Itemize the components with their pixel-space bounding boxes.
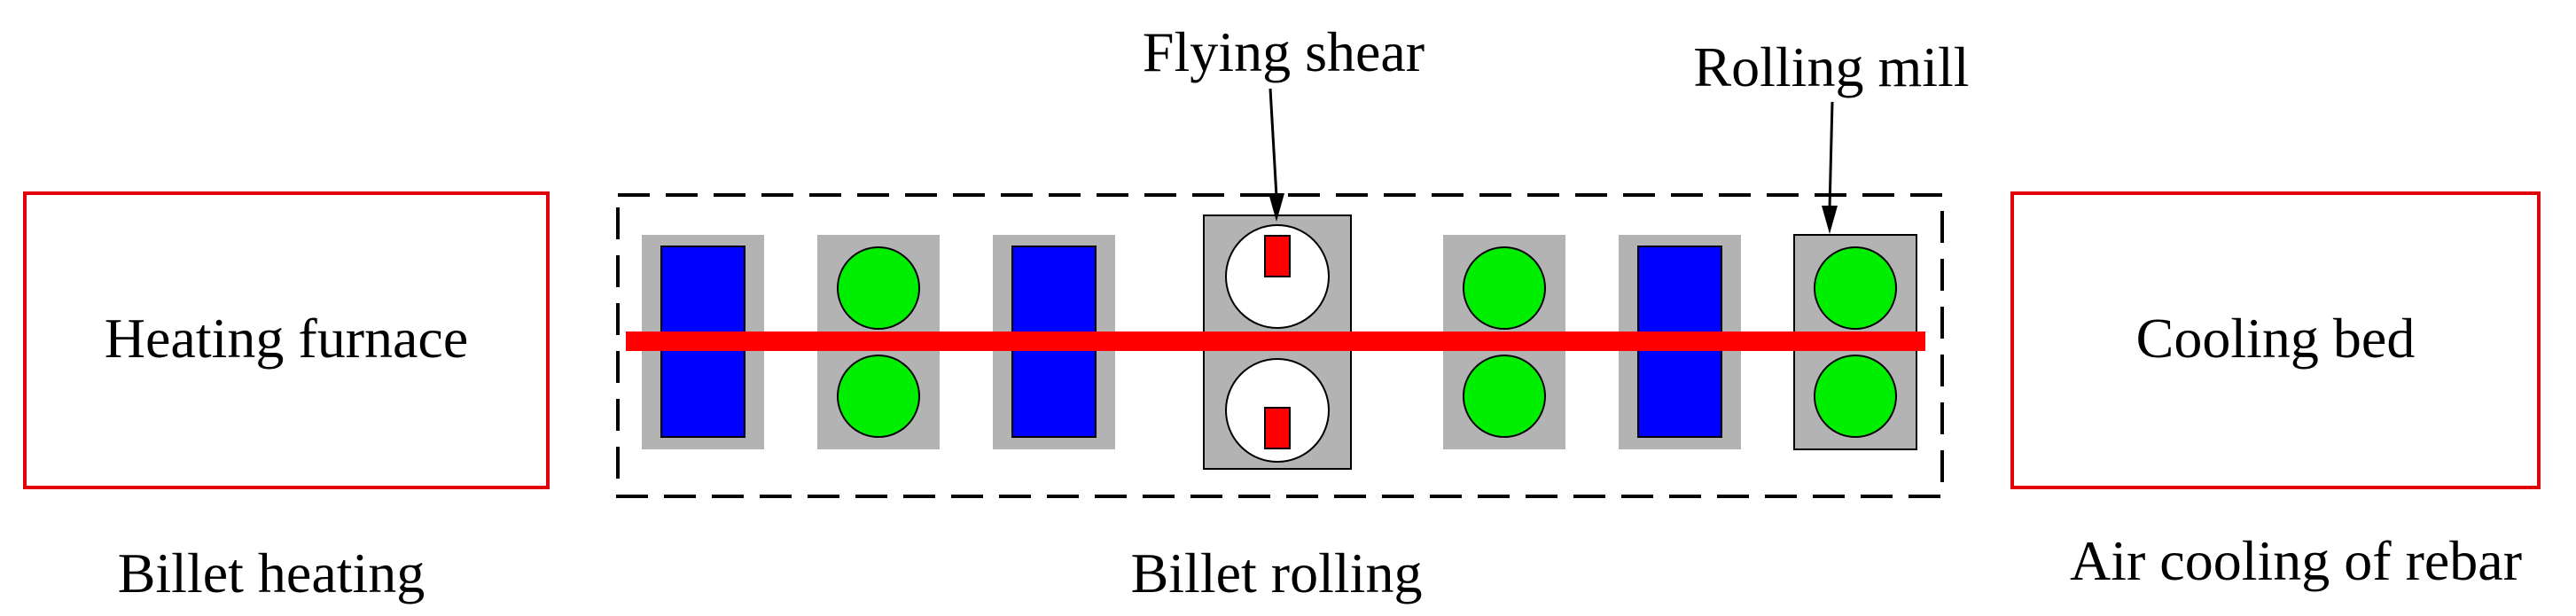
- rolling-mill-arrowhead: [1822, 206, 1838, 234]
- heating-furnace-label: Heating furnace: [105, 307, 468, 370]
- shear-lower-blade: [1264, 407, 1291, 449]
- upper-roll: [1463, 246, 1546, 330]
- flying-shear-pointer: [1268, 88, 1278, 198]
- rolling-mill-label: Rolling mill: [1693, 35, 1969, 98]
- flying-shear-arrowhead: [1268, 193, 1284, 222]
- cooling-bed-label: Cooling bed: [2136, 307, 2416, 370]
- billet-rod: [626, 331, 1925, 351]
- lower-roll: [837, 355, 920, 438]
- heating-furnace-box: [23, 191, 550, 489]
- lower-roll: [1814, 355, 1897, 438]
- rolling-mill-pointer: [1828, 101, 1834, 209]
- stage-label-cooling: Air cooling of rebar: [2070, 529, 2522, 592]
- upper-roll: [837, 246, 920, 330]
- rolling-mill-callout: Rolling mill: [1693, 35, 1970, 234]
- upper-roll: [1814, 246, 1897, 330]
- stage-label-rolling: Billet rolling: [1131, 542, 1423, 604]
- shear-upper-blade: [1264, 235, 1291, 277]
- lower-roll: [1463, 355, 1546, 438]
- heating-furnace: Heating furnace: [23, 191, 550, 489]
- flying-shear-label: Flying shear: [1143, 20, 1425, 83]
- cooling-bed: Cooling bed: [2010, 191, 2541, 489]
- cooling-bed-box: [2010, 191, 2541, 489]
- flying-shear-callout: Flying shear: [1143, 20, 1425, 222]
- stage-label-heating: Billet heating: [118, 542, 425, 604]
